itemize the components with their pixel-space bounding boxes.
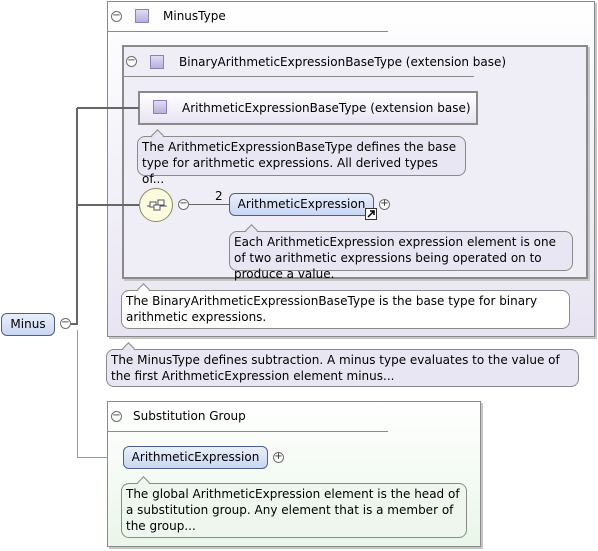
seq-to-element-line — [189, 204, 229, 205]
root-to-subst-horizontal — [77, 457, 123, 458]
minus-type-collapse-icon[interactable]: − — [111, 10, 122, 22]
minus-type-doc: The MinusType defines subtraction. A min… — [106, 349, 579, 387]
sequence-collapse-icon[interactable]: − — [178, 198, 189, 210]
minus-type-complex-icon — [135, 9, 149, 23]
substitution-head-element[interactable]: ArithmeticExpression — [123, 446, 268, 469]
binary-base-complex-icon — [150, 55, 164, 69]
root-to-type-horizontal — [77, 107, 139, 109]
seq-connector-line — [78, 204, 140, 206]
minus-type-header-divider — [108, 31, 388, 32]
arithmetic-expression-expand-icon[interactable]: + — [379, 198, 390, 210]
binary-base-header-divider — [124, 76, 474, 77]
binary-base-title: BinaryArithmeticExpressionBaseType (exte… — [179, 55, 507, 69]
substitution-group-header-divider — [108, 431, 388, 432]
root-to-type-vertical — [76, 108, 78, 324]
arithmetic-expression-ref-element[interactable]: ArithmeticExpression — [229, 193, 374, 216]
substitution-group-title: Substitution Group — [133, 409, 246, 423]
substitution-head-expand-icon[interactable]: + — [273, 451, 284, 463]
minus-root-element[interactable]: Minus — [1, 313, 55, 336]
minus-type-title: MinusType — [163, 9, 226, 23]
sequence-icon — [147, 199, 167, 211]
arith-base-complex-icon — [153, 100, 167, 114]
sequence-element-doc: Each ArithmeticExpression expression ele… — [229, 231, 573, 281]
arith-base-type-box[interactable] — [138, 91, 478, 125]
root-to-subst-vertical — [77, 330, 78, 458]
sequence-multiplicity: 2 — [215, 189, 223, 203]
binary-base-collapse-icon[interactable]: − — [126, 55, 137, 67]
root-collapse-connector — [71, 323, 78, 325]
minus-root-collapse-icon[interactable]: − — [60, 317, 71, 329]
substitution-group-collapse-icon[interactable]: − — [111, 410, 122, 422]
substitution-group-doc: The global ArithmeticExpression element … — [121, 483, 467, 538]
reference-link-icon — [365, 208, 377, 220]
arith-base-title: ArithmeticExpressionBaseType (extension … — [182, 101, 471, 115]
sequence-compositor[interactable] — [139, 188, 173, 222]
binary-base-doc: The BinaryArithmeticExpressionBaseType i… — [121, 290, 570, 329]
arith-base-doc: The ArithmeticExpressionBaseType defines… — [137, 136, 466, 186]
